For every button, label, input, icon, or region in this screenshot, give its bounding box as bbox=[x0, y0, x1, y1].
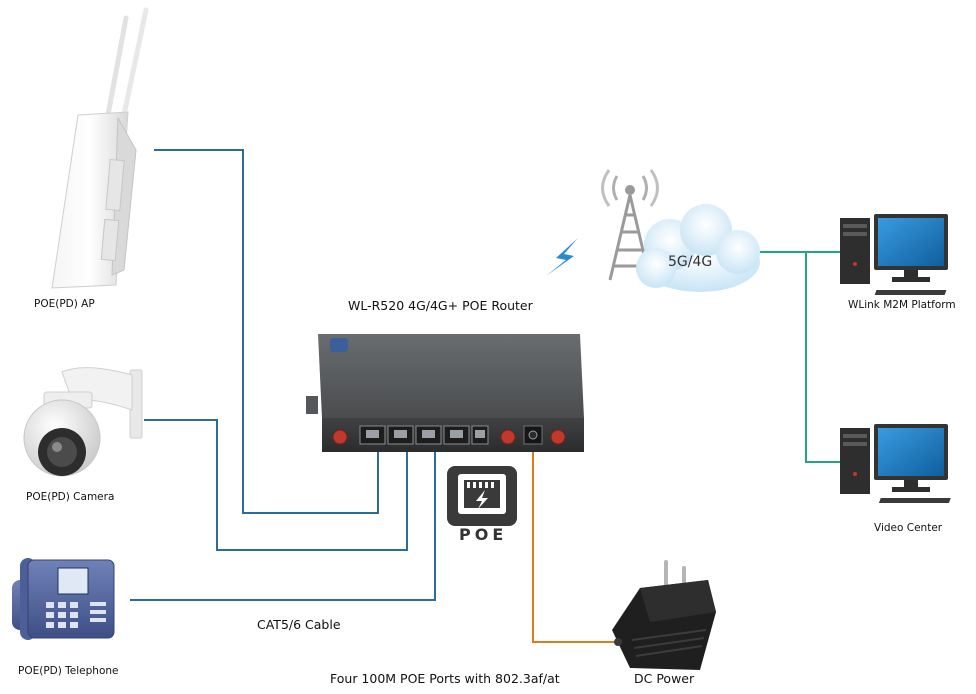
cloud-label: 5G/4G bbox=[668, 254, 713, 270]
wireless-lightning-icon bbox=[546, 238, 578, 276]
ap-label: POE(PD) AP bbox=[34, 298, 95, 310]
cloud-icon bbox=[636, 204, 760, 292]
power-cable-line bbox=[532, 450, 620, 643]
video-center-label: Video Center bbox=[874, 522, 943, 534]
dc-power-adapter-icon bbox=[612, 560, 716, 670]
cell-tower-icon bbox=[601, 169, 659, 281]
camera-image bbox=[23, 367, 143, 477]
poe-badge bbox=[447, 466, 517, 526]
video-center-computer-icon bbox=[840, 424, 951, 503]
lan-lines bbox=[130, 149, 436, 601]
telephone-cable-line bbox=[130, 450, 436, 601]
wan-lines bbox=[760, 251, 840, 463]
access-point-image bbox=[51, 7, 149, 289]
camera-cable-line bbox=[144, 419, 408, 551]
power-bolt-icon bbox=[476, 490, 488, 509]
platform-computer-icon bbox=[840, 214, 948, 295]
platform-label: WLink M2M Platform bbox=[848, 299, 956, 311]
dc-power-label: DC Power bbox=[634, 671, 695, 686]
telephone-label: POE(PD) Telephone bbox=[18, 665, 119, 677]
router-title: WL-R520 4G/4G+ POE Router bbox=[348, 298, 533, 313]
cable-label: CAT5/6 Cable bbox=[257, 617, 341, 632]
poe-ports-label: Four 100M POE Ports with 802.3af/at bbox=[330, 671, 560, 686]
telephone-image bbox=[12, 558, 115, 640]
router-image bbox=[306, 334, 584, 452]
ap-cable-line bbox=[154, 149, 379, 514]
router-front-panel bbox=[332, 425, 566, 445]
poe-badge-label: POE bbox=[459, 525, 508, 544]
camera-label: POE(PD) Camera bbox=[26, 491, 115, 503]
